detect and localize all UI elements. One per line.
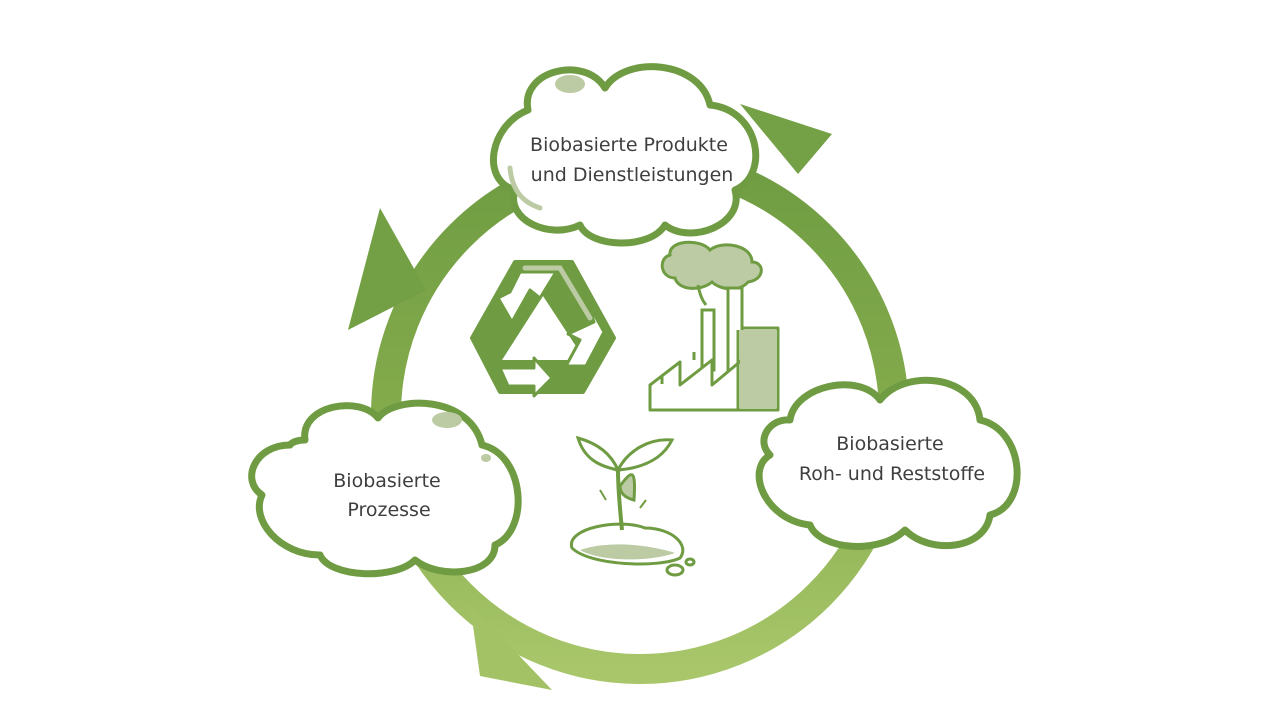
cycle-arrow-bottom [470, 604, 552, 690]
factory-icon [648, 240, 780, 412]
cycle-arrow-left [348, 208, 426, 330]
seedling-icon [570, 435, 696, 577]
raw-materials-label-line1: Biobasierte [836, 433, 943, 455]
processes-label-line1: Biobasierte [333, 470, 440, 492]
cloud-raw-materials: Biobasierte Roh- und Reststoffe [755, 376, 1021, 550]
products-label-line1: Biobasierte Produkte [530, 134, 728, 156]
cloud-products: Biobasierte Produkte und Dienstleistunge… [489, 63, 760, 247]
processes-label-line2: Prozesse [347, 499, 430, 521]
cloud-processes: Biobasierte Prozesse [248, 399, 522, 578]
recycling-icon [470, 260, 616, 398]
raw-materials-label-line2: Roh- und Reststoffe [799, 463, 985, 485]
products-label-line2: und Dienstleistungen [531, 164, 734, 186]
cycle-arrow-top-right [740, 104, 832, 174]
